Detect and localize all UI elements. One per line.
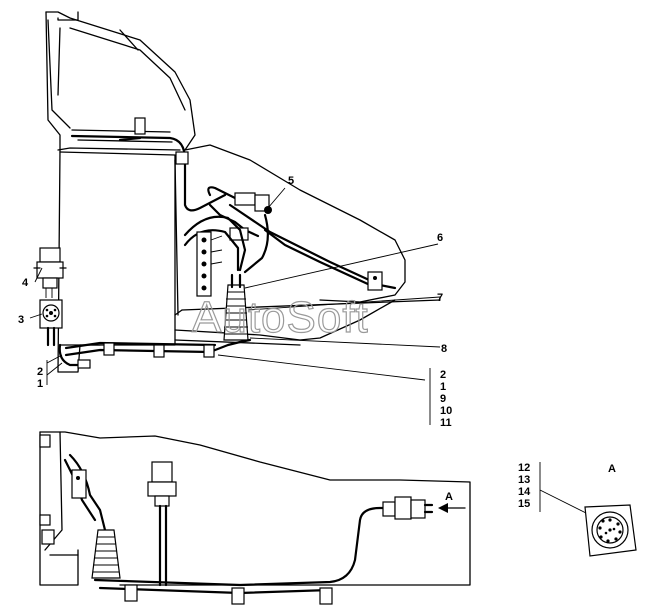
- upper-harness: [70, 134, 227, 212]
- housing-box: [59, 151, 176, 346]
- arrow-label: A: [445, 491, 453, 503]
- callout-8: 8: [441, 343, 447, 355]
- callout-7: 7: [437, 292, 443, 304]
- lower-connector: [382, 496, 434, 520]
- callout-1: 1: [37, 378, 43, 390]
- callout-labels: 5 6 7 8 4 3 2 1: [18, 175, 447, 390]
- callout-3: 3: [18, 314, 24, 326]
- view-a-detail: A 12 13 14 15: [518, 462, 637, 557]
- lower-panel-outline: [39, 431, 79, 586]
- bottom-harness: [64, 338, 252, 357]
- group-a-item: 11: [440, 417, 452, 429]
- callout-6: 6: [437, 232, 443, 244]
- lower-harness-clip: [71, 469, 87, 499]
- callout-4: 4: [22, 277, 29, 289]
- group-b-item: 14: [518, 486, 531, 498]
- watermark: AutoSoft: [192, 293, 369, 342]
- group-a-item: 2: [440, 369, 446, 381]
- part-group-a: 2 1 9 10 11: [440, 369, 452, 429]
- connector-4: [33, 247, 67, 298]
- leader-lines: [29, 187, 441, 425]
- connector-3: [39, 299, 63, 347]
- group-b-item: 15: [518, 498, 530, 510]
- fender-outline: [184, 144, 406, 303]
- harness-clip-right: [367, 271, 383, 291]
- corrugated-boot-upper: [223, 273, 249, 341]
- group-a-item: 9: [440, 393, 446, 405]
- lower-assembly: A: [39, 431, 471, 605]
- callout-5: 5: [288, 175, 294, 187]
- group-a-item: 10: [440, 405, 452, 417]
- upper-assembly: [33, 11, 441, 373]
- group-b-item: 12: [518, 462, 530, 474]
- group-a-item: 1: [440, 381, 446, 393]
- terminal-strip: [196, 231, 223, 297]
- harness-clip-top: [134, 117, 146, 135]
- corrugated-boot-lower: [91, 529, 121, 579]
- round-socket-face: [584, 504, 637, 557]
- harness-clip-upper: [175, 151, 189, 165]
- middle-connector: [147, 461, 177, 587]
- connector-5: [207, 186, 272, 241]
- callout-2: 2: [37, 366, 43, 378]
- view-a-label: A: [608, 463, 616, 475]
- group-b-item: 13: [518, 474, 530, 486]
